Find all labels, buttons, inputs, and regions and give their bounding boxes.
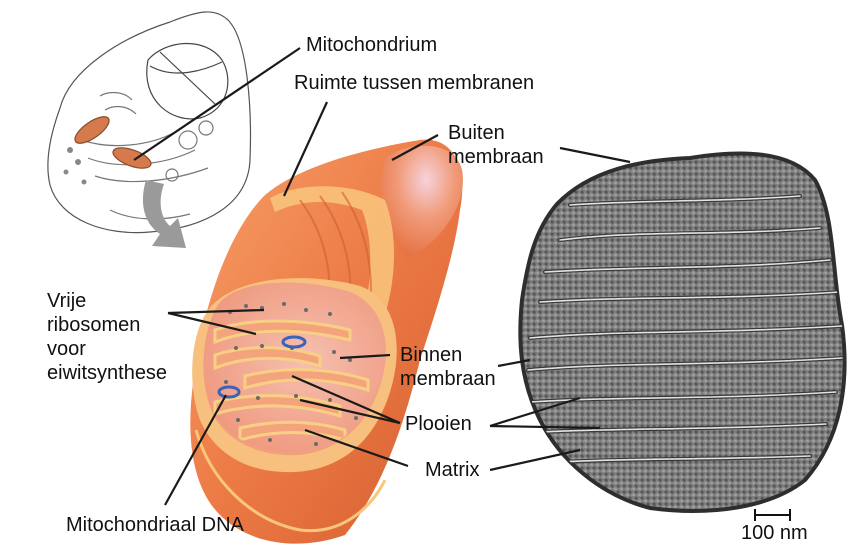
- label-cristae: Plooien: [405, 413, 472, 435]
- cell-sketch-mitochondrion-1: [74, 116, 110, 144]
- ribosomes: [224, 302, 358, 446]
- leader-mitochondrion: [133, 47, 301, 161]
- label-outer-membrane: Buiten membraan: [448, 122, 544, 168]
- zoom-arrow: [142, 180, 186, 248]
- lower-outer-edge: [194, 429, 387, 533]
- mito-dna-1: [281, 335, 307, 349]
- label-mitochondrial-dna: Mitochondriaal DNA: [66, 514, 244, 536]
- leader-intermembrane-space: [282, 101, 329, 197]
- cell-sketch-mitochondrion-2: [112, 147, 152, 169]
- electron-micrograph: [518, 151, 847, 513]
- leader-cristae-1: [291, 374, 401, 425]
- leader-outer-membrane-model: [391, 134, 439, 161]
- leader-outer-membrane-micrograph: [559, 146, 631, 164]
- label-mitochondrion: Mitochondrium: [306, 34, 438, 56]
- top-cap: [381, 145, 463, 258]
- label-scale-bar: 100 nm: [741, 522, 808, 544]
- mito-dna-2: [217, 385, 241, 399]
- leader-inner-membrane-micrograph: [497, 358, 531, 368]
- leader-cristae-2: [299, 398, 401, 425]
- leader-ribosomes-2: [167, 308, 265, 315]
- leader-mito-dna: [164, 394, 227, 506]
- leader-cristae-3: [489, 396, 581, 428]
- cell-outline: [47, 11, 252, 234]
- mitochondrion-model: [190, 139, 463, 544]
- label-inner-membrane: Binnen membraan: [400, 344, 496, 390]
- label-intermembrane-space: Ruimte tussen membranen: [294, 72, 535, 94]
- nucleus: [146, 42, 229, 120]
- label-matrix: Matrix: [425, 459, 480, 481]
- leader-inner-membrane-model: [339, 353, 391, 360]
- label-free-ribosomes: Vrije ribosomen voor eiwitsynthese: [47, 290, 168, 384]
- leader-matrix-micrograph: [489, 448, 581, 472]
- leader-lines: [133, 47, 631, 506]
- scale-bar: [754, 509, 791, 521]
- cell-sketch: [47, 11, 252, 234]
- leader-matrix-model: [304, 428, 409, 468]
- leader-ribosomes-1: [167, 311, 257, 336]
- leader-cristae-4: [489, 424, 601, 430]
